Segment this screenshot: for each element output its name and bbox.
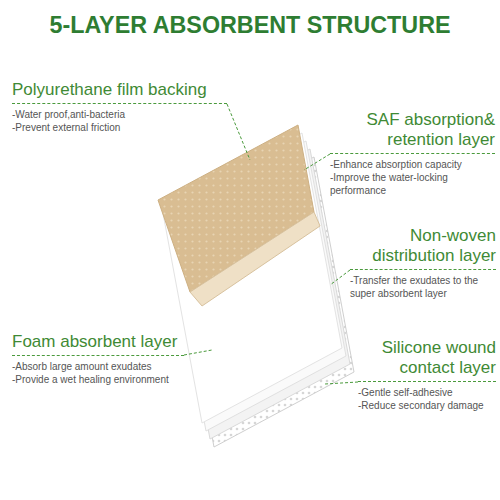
layer-feature: -Reduce secondary damage	[358, 399, 496, 412]
leader-line	[227, 104, 250, 160]
layer-callout: Polyurethane film backing -Water proof,an…	[12, 80, 227, 134]
leader-line	[184, 350, 212, 355]
layer-name: Polyurethane film backing	[12, 80, 227, 104]
layer-callout: Silicone wound contact layer -Gentle self…	[358, 338, 496, 412]
layer-feature: -Water proof,anti-bacteria	[12, 108, 227, 121]
layer-feature: -Transfer the exudates to the super abso…	[350, 274, 496, 300]
film-curl	[190, 212, 320, 306]
layer-callout: Non-woven distribution layer -Transfer th…	[350, 226, 496, 300]
layer-name: Non-woven distribution layer	[350, 226, 496, 270]
layer-name: Foam absorbent layer	[12, 332, 184, 356]
layer-feature: -Improve the water-locking performance	[330, 171, 495, 197]
leader-line	[330, 270, 350, 285]
layer-name: Silicone wound contact layer	[358, 338, 496, 382]
layer-callout: SAF absorption& retention layer -Enhance …	[330, 110, 495, 197]
layer-feature: -Absorb large amount exudates	[12, 360, 184, 373]
layer-feature: -Provide a wet healing environment	[12, 373, 184, 386]
layer-name: SAF absorption& retention layer	[330, 110, 495, 154]
leader-line	[325, 382, 358, 384]
leader-line	[304, 154, 330, 170]
layer-feature: -Enhance absorption capacity	[330, 158, 495, 171]
layer-feature: -Prevent external friction	[12, 121, 227, 134]
layer-feature: -Gentle self-adhesive	[358, 386, 496, 399]
layer-callout: Foam absorbent layer -Absorb large amount…	[12, 332, 184, 386]
diagram-title: 5-LAYER ABSORBENT STRUCTURE	[0, 12, 500, 39]
